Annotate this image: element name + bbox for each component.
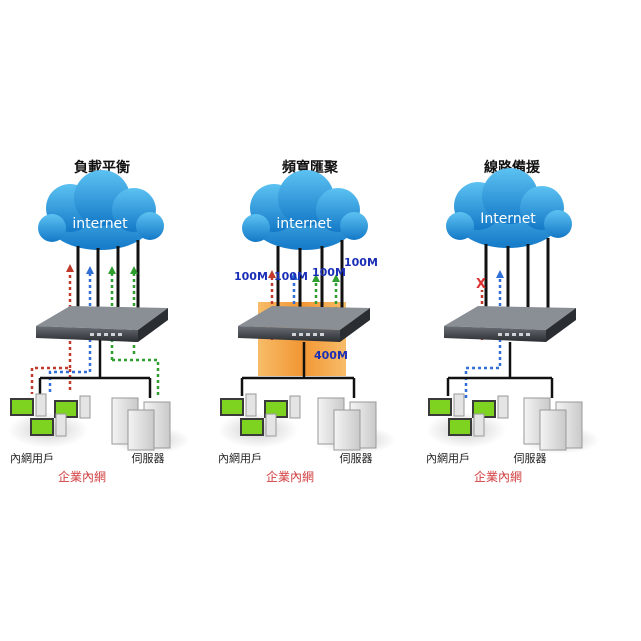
wan-links — [276, 240, 344, 318]
cloud-icon — [446, 168, 572, 248]
router-device — [238, 306, 370, 342]
cloud-label: Internet — [480, 211, 536, 227]
panel-title: 負載平衡 — [74, 159, 130, 176]
lan-label: 企業內網 — [474, 469, 522, 484]
users-icon — [218, 393, 301, 448]
panel-title: 頻寬匯聚 — [282, 159, 339, 176]
servers-icon — [110, 397, 190, 454]
panel-bandwidth-aggregation: 頻寬匯聚 internet — [218, 159, 396, 484]
bandwidth-total-label: 400M — [314, 349, 348, 362]
arrow-heads — [66, 264, 138, 274]
panel-line-backup: 線路備援 Internet X — [426, 159, 600, 484]
servers-icon — [520, 397, 600, 454]
failed-link-mark: X — [476, 277, 486, 292]
users-label: 內網用戶 — [10, 451, 54, 465]
cloud-label: internet — [72, 216, 128, 232]
lan-wiring — [240, 342, 356, 398]
lan-label: 企業內網 — [58, 469, 106, 484]
bandwidth-label: 100M — [234, 270, 268, 283]
wan-links — [76, 240, 140, 318]
servers-label: 伺服器 — [132, 452, 165, 465]
router-device — [36, 306, 168, 342]
users-label: 內網用戶 — [218, 451, 262, 465]
lan-wiring — [38, 340, 152, 398]
users-icon — [8, 393, 91, 448]
cloud-label: internet — [276, 216, 332, 232]
panel-load-balance: 負載平衡 internet — [8, 159, 190, 484]
users-label: 內網用戶 — [426, 451, 470, 465]
arrow-heads — [496, 270, 504, 278]
users-icon — [426, 393, 509, 448]
wan-links — [484, 238, 550, 318]
cloud-icon — [242, 170, 368, 250]
bandwidth-label: 100M — [312, 266, 346, 279]
cloud-icon — [38, 170, 164, 250]
servers-label: 伺服器 — [514, 452, 547, 465]
router-device — [444, 306, 576, 342]
bandwidth-label: 100M — [344, 256, 378, 269]
servers-icon — [316, 397, 396, 454]
servers-label: 伺服器 — [340, 452, 373, 465]
bandwidth-label: 100M — [274, 270, 308, 283]
lan-wiring — [446, 342, 554, 398]
arrow-heads — [268, 270, 340, 282]
lan-label: 企業內網 — [266, 469, 314, 484]
